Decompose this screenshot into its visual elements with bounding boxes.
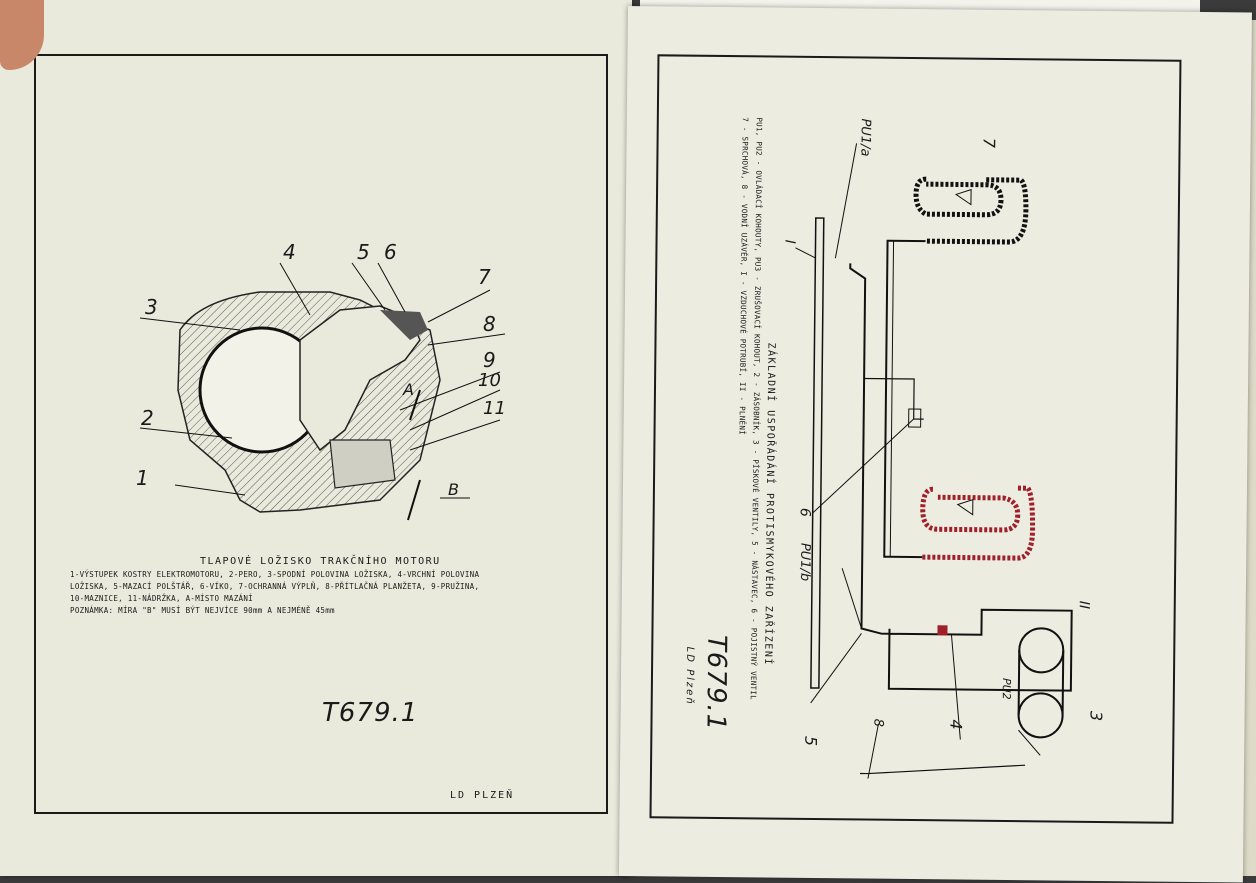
part-label-6: 6 <box>384 240 397 264</box>
left-legend-line-1: 1-VÝSTUPEK KOSTRY ELEKTROMOTORU, 2-PERO,… <box>70 570 480 579</box>
label-pu1-b: PU1/b <box>796 542 813 582</box>
label-7: 7 <box>979 137 999 149</box>
label-4: 4 <box>946 719 966 730</box>
part-label-10: 10 <box>478 370 501 391</box>
left-sheet: 1 2 3 4 5 6 7 8 9 10 11 A B TLAPOVÉ LOŽI… <box>0 0 632 876</box>
part-label-7: 7 <box>478 265 491 289</box>
left-legend-line-3: 10-MAZNICE, 11-NÁDRŽKA, A-MÍSTO MAZÁNÍ <box>70 594 253 603</box>
right-sheet: ZÁKLADNÍ USPOŘÁDÁNÍ PROTISMYKOVÉHO ZAŘÍZ… <box>618 6 1252 883</box>
label-3: 3 <box>1086 710 1106 722</box>
left-stamp: LD PLZEŇ <box>450 790 515 801</box>
part-label-8: 8 <box>483 312 496 336</box>
left-drawing-title: TLAPOVÉ LOŽISKO TRAKČNÍHO MOTORU <box>200 556 441 567</box>
label-pu2: PU2 <box>999 677 1013 700</box>
label-6: 6 <box>796 507 813 517</box>
label-ii: II <box>1075 600 1092 610</box>
label-pu1-a: PU1/a <box>857 118 873 157</box>
part-label-4: 4 <box>283 240 296 264</box>
label-5: 5 <box>801 735 821 747</box>
sanding-system-diagram <box>795 143 1073 779</box>
part-label-1: 1 <box>136 466 149 490</box>
right-stamp: LD Plzeň <box>683 646 696 706</box>
left-note: POZNÁMKA: MÍRA "B" MUSÍ BÝT NEJVÍCE 90mm… <box>70 606 335 615</box>
part-label-9: 9 <box>483 348 496 372</box>
arrow-label-a: A <box>403 380 414 399</box>
left-drawing-frame <box>34 54 608 814</box>
part-label-2: 2 <box>141 406 154 430</box>
label-i: I <box>781 239 798 244</box>
left-drawing-code: T679.1 <box>322 698 419 728</box>
part-label-11: 11 <box>483 398 506 419</box>
bearing-section-drawing <box>139 262 506 521</box>
part-label-5: 5 <box>357 240 370 264</box>
left-legend-line-2: LOŽISKA, 5-MAZACÍ POLŠTÁŘ, 6-VÍKO, 7-OCH… <box>70 582 480 591</box>
part-label-3: 3 <box>145 295 158 319</box>
arrow-label-b: B <box>448 480 459 499</box>
right-drawing-code: T679.1 <box>700 634 732 732</box>
label-8: 8 <box>870 718 886 728</box>
